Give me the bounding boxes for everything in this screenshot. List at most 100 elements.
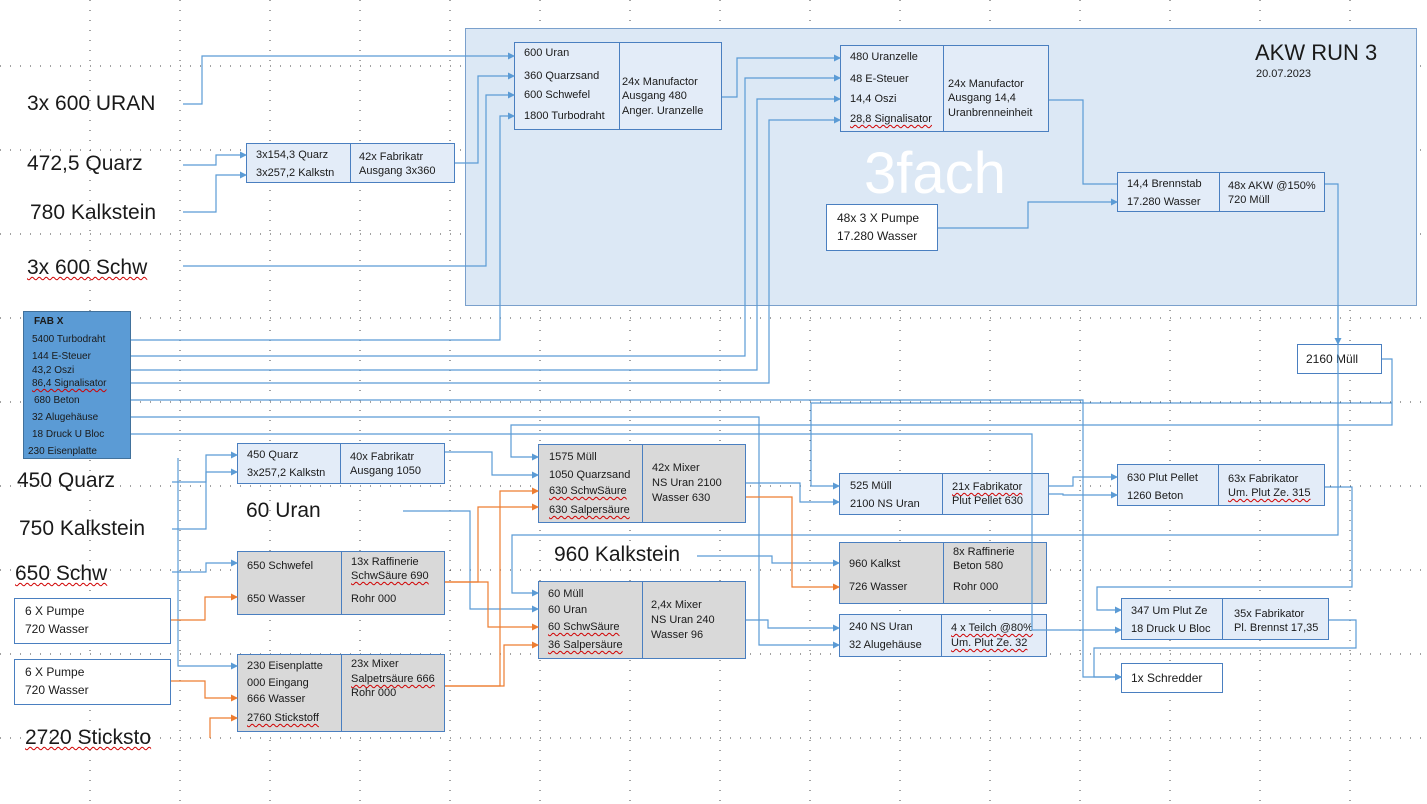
box-input-line: 17.280 Wasser [1127, 196, 1201, 208]
input-kalkstein[interactable]: 780 Kalkstein [30, 201, 157, 224]
pump-3-line-2: 17.280 Wasser [837, 229, 918, 243]
box-desc-line: 13x Raffinerie [351, 556, 419, 568]
connector-line-blue [131, 112, 515, 341]
box-plut-pellet[interactable]: 525 Müll 2100 NS Uran 21x Fabrikator Plu… [839, 473, 1049, 515]
box-input-line: 28,8 Signalisator [850, 113, 932, 125]
connector-line-blue [445, 451, 539, 479]
pump-box-1[interactable]: 6 X Pumpe 720 Wasser [14, 598, 171, 644]
connector-line-blue [1049, 99, 1117, 185]
fab-x-item: 18 Druck U Bloc [32, 429, 105, 440]
connector-line-blue [511, 306, 1339, 597]
box-desc-line: Beton 580 [953, 560, 1004, 572]
input-stickstoff[interactable]: 2720 Sticksto [25, 726, 151, 750]
fab-x-item: 230 Eisenplatte [28, 446, 97, 457]
box-uranbrenneinheit[interactable]: 480 Uranzelle 48 E-Steuer 14,4 Oszi 28,8… [840, 45, 1049, 132]
box-desc-line: NS Uran 2100 [652, 477, 722, 489]
box-desc-line: SchwSäure 690 [351, 570, 429, 582]
box-desc-line: 42x Fabrikatr [359, 151, 424, 163]
box-pl-brennstab[interactable]: 347 Um Plut Ze 18 Druck U Bloc 35x Fabri… [1121, 598, 1329, 640]
connector-line-blue [183, 151, 247, 166]
box-input-line: 2760 Stickstoff [247, 712, 319, 724]
connector-line-blue [131, 416, 840, 649]
box-input-line: 450 Quarz [247, 449, 299, 461]
box-input-line: 60 Uran [548, 604, 588, 616]
pump-1-line-1: 6 X Pumpe [25, 604, 85, 618]
fab-x-item: 43,2 Oszi [32, 365, 75, 376]
input-uran-2[interactable]: 60 Uran [246, 499, 321, 522]
connector-line-blue [131, 399, 1122, 681]
box-schwefelsaeure[interactable]: 650 Schwefel 650 Wasser 13x Raffinerie S… [237, 551, 445, 615]
box-desc-line: 24x Manufactor [622, 76, 698, 88]
box-input-line: 600 Uran [524, 47, 570, 59]
fab-x-item: 86,4 Signalisator [32, 378, 107, 389]
connector-line-blue [172, 559, 238, 573]
box-input-line: 36 Salpersäure [548, 639, 623, 651]
connector-line-blue [697, 555, 840, 567]
input-schw[interactable]: 3x 600 Schw [27, 256, 147, 280]
box-desc-line: Pl. Brennst 17,35 [1234, 622, 1319, 634]
box-salpetersaeure[interactable]: 230 Eisenplatte 000 Eingang 666 Wasser 2… [237, 654, 445, 732]
box-akw[interactable]: 14,4 Brennstab 17.280 Wasser 48x AKW @15… [1117, 172, 1325, 212]
box-mixer-ns-uran-2[interactable]: 60 Müll 60 Uran 60 SchwSäure 36 Salpersä… [538, 581, 746, 659]
box-schredder[interactable]: 1x Schredder [1121, 663, 1223, 693]
box-input-line: 630 Salpersäure [549, 504, 630, 516]
fab-x-item: 144 E-Steuer [32, 351, 91, 362]
box-desc-line: Anger. Uranzelle [622, 105, 704, 117]
schredder-label: 1x Schredder [1131, 671, 1203, 685]
fab-x-title: FAB X [34, 316, 64, 327]
connector-line-blue [131, 433, 1122, 634]
box-input-line: 2100 NS Uran [850, 498, 920, 510]
box-desc-line: Uranbrenneinheit [948, 107, 1033, 119]
box-desc-line: Rohr 000 [351, 593, 397, 605]
box-um-plut-zelle[interactable]: 630 Plut Pellet 1260 Beton 63x Fabrikato… [1117, 464, 1325, 506]
connector-line-orange [445, 581, 539, 631]
box-input-line: 3x257,2 Kalkstn [256, 167, 335, 179]
box-input-line: 726 Wasser [849, 581, 908, 593]
box-desc-line: 2,4x Mixer [651, 599, 702, 611]
pump-2-line-1: 6 X Pumpe [25, 665, 85, 679]
box-input-line: 60 Müll [548, 588, 584, 600]
box-input-line: 60 SchwSäure [548, 621, 620, 633]
box-input-line: 480 Uranzelle [850, 51, 918, 63]
box-input-line: 14,4 Brennstab [1127, 178, 1202, 190]
fab-x-box[interactable]: FAB X 5400 Turbodraht 144 E-Steuer 43,2 … [23, 311, 131, 459]
connector-line-orange [746, 496, 840, 591]
box-teilchenbeschleuniger[interactable]: 240 NS Uran 32 Alugehäuse 4 x Teilch @80… [839, 614, 1047, 657]
input-kalkstein-3[interactable]: 960 Kalkstein [554, 543, 681, 566]
box-desc-line: 720 Müll [1228, 194, 1270, 206]
input-kalkstein-2[interactable]: 750 Kalkstein [19, 517, 146, 540]
input-schw-2[interactable]: 650 Schw [15, 562, 107, 586]
input-quarz-2[interactable]: 450 Quarz [17, 469, 116, 492]
box-desc-line: 24x Manufactor [948, 78, 1024, 90]
box-quarz-fabrikator-2[interactable]: 450 Quarz 3x257,2 Kalkstn 40x Fabrikatr … [237, 443, 445, 484]
connector-line-orange [445, 641, 539, 687]
pump-box-2[interactable]: 6 X Pumpe 720 Wasser [14, 659, 171, 705]
box-input-line: 240 NS Uran [849, 621, 913, 633]
box-input-line: 230 Eisenplatte [247, 660, 323, 672]
input-quarz[interactable]: 472,5 Quarz [27, 152, 143, 175]
connector-line-blue [455, 72, 515, 164]
pump-box-3[interactable]: 48x 3 X Pumpe 17.280 Wasser [826, 204, 938, 251]
connector-line-blue [172, 451, 238, 483]
box-input-line: 666 Wasser [247, 693, 306, 705]
box-uranzelle[interactable]: 600 Uran 360 Quarzsand 600 Schwefel 1800… [514, 42, 722, 130]
connector-line-blue [403, 510, 539, 613]
fab-x-item: 5400 Turbodraht [32, 334, 106, 345]
zone-title: AKW RUN 3 [1255, 40, 1378, 65]
box-desc-line: 35x Fabrikator [1234, 608, 1305, 620]
box-mixer-ns-uran-1[interactable]: 1575 Müll 1050 Quarzsand 630 SchwSäure 6… [538, 444, 746, 523]
input-uran[interactable]: 3x 600 URAN [27, 92, 156, 115]
box-beton-raffinerie[interactable]: 960 Kalkst 726 Wasser 8x Raffinerie Beto… [839, 542, 1047, 604]
box-desc-line: Ausgang 3x360 [359, 165, 436, 177]
zone-date: 20.07.2023 [1256, 68, 1312, 80]
connector-line-orange [445, 487, 539, 687]
input-schw-text: 3x 600 Schw [27, 256, 148, 279]
box-input-line: 3x154,3 Quarz [256, 149, 329, 161]
connector-line-blue [810, 402, 1392, 490]
box-quarz-fabrikator-1[interactable]: 3x154,3 Quarz 3x257,2 Kalkstn 42x Fabrik… [246, 143, 455, 183]
box-desc-line: 21x Fabrikator [952, 481, 1023, 493]
box-desc-line: Wasser 630 [652, 492, 711, 504]
box-input-line: 48 E-Steuer [850, 73, 909, 85]
box-input-line: 650 Wasser [247, 593, 306, 605]
